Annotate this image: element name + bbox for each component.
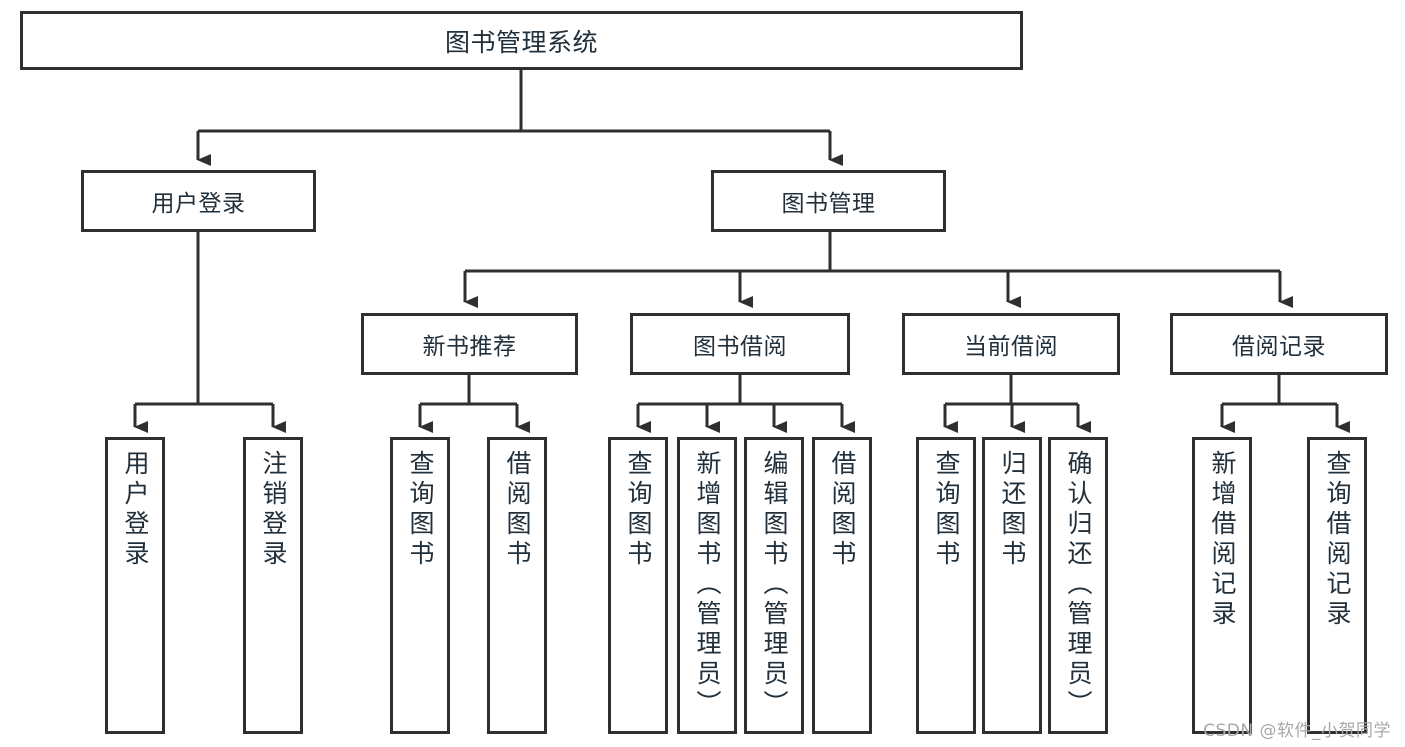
csdn-watermark: CSDN @软件_小贺同学 [1203, 721, 1391, 741]
node-label: 查询图书 [624, 450, 653, 570]
leaf-current-borrow-return[interactable]: 归还图书 [982, 437, 1042, 734]
leaf-book-borrow-add-admin[interactable]: 新增图书（管理员） [677, 437, 737, 734]
node-label: 新书推荐 [422, 334, 517, 360]
leaf-current-borrow-confirm-admin[interactable]: 确认归还（管理员） [1048, 437, 1108, 734]
node-label: 图书管理 [781, 191, 876, 217]
node-label: 新增图书（管理员） [693, 450, 722, 720]
node-label: 查询图书 [932, 450, 961, 570]
node-label: 注销登录 [259, 450, 288, 570]
node-label: 当前借阅 [964, 334, 1058, 360]
node-new-book-recommend[interactable]: 新书推荐 [361, 313, 578, 375]
node-label: 图书借阅 [693, 334, 787, 360]
leaf-new-book-borrow[interactable]: 借阅图书 [487, 437, 547, 734]
node-label: 查询借阅记录 [1323, 450, 1352, 630]
node-label: 查询图书 [406, 450, 435, 570]
node-label: 借阅记录 [1232, 334, 1326, 360]
node-borrow-record[interactable]: 借阅记录 [1170, 313, 1388, 375]
node-label: 确认归还（管理员） [1064, 450, 1093, 720]
node-label: 归还图书 [998, 450, 1027, 570]
node-user-login[interactable]: 用户登录 [81, 170, 316, 232]
node-label: 借阅图书 [503, 450, 532, 570]
node-book-borrow[interactable]: 图书借阅 [630, 313, 850, 375]
node-label: 编辑图书（管理员） [760, 450, 789, 720]
leaf-user-login-signout[interactable]: 注销登录 [243, 437, 303, 734]
leaf-borrow-record-add[interactable]: 新增借阅记录 [1192, 437, 1252, 734]
leaf-book-borrow-edit-admin[interactable]: 编辑图书（管理员） [744, 437, 804, 734]
leaf-current-borrow-query[interactable]: 查询图书 [916, 437, 976, 734]
leaf-user-login-signin[interactable]: 用户登录 [105, 437, 165, 734]
leaf-book-borrow-borrow[interactable]: 借阅图书 [812, 437, 872, 734]
leaf-new-book-query[interactable]: 查询图书 [390, 437, 450, 734]
node-root-library-management-system[interactable]: 图书管理系统 [20, 11, 1023, 70]
node-current-borrow[interactable]: 当前借阅 [902, 313, 1120, 375]
node-label: 新增借阅记录 [1208, 450, 1237, 630]
node-label: 借阅图书 [828, 450, 857, 570]
node-book-management[interactable]: 图书管理 [711, 170, 946, 232]
node-label: 图书管理系统 [444, 27, 598, 57]
node-label: 用户登录 [121, 450, 150, 570]
leaf-borrow-record-query[interactable]: 查询借阅记录 [1307, 437, 1367, 734]
leaf-book-borrow-query[interactable]: 查询图书 [608, 437, 668, 734]
node-label: 用户登录 [151, 191, 246, 217]
